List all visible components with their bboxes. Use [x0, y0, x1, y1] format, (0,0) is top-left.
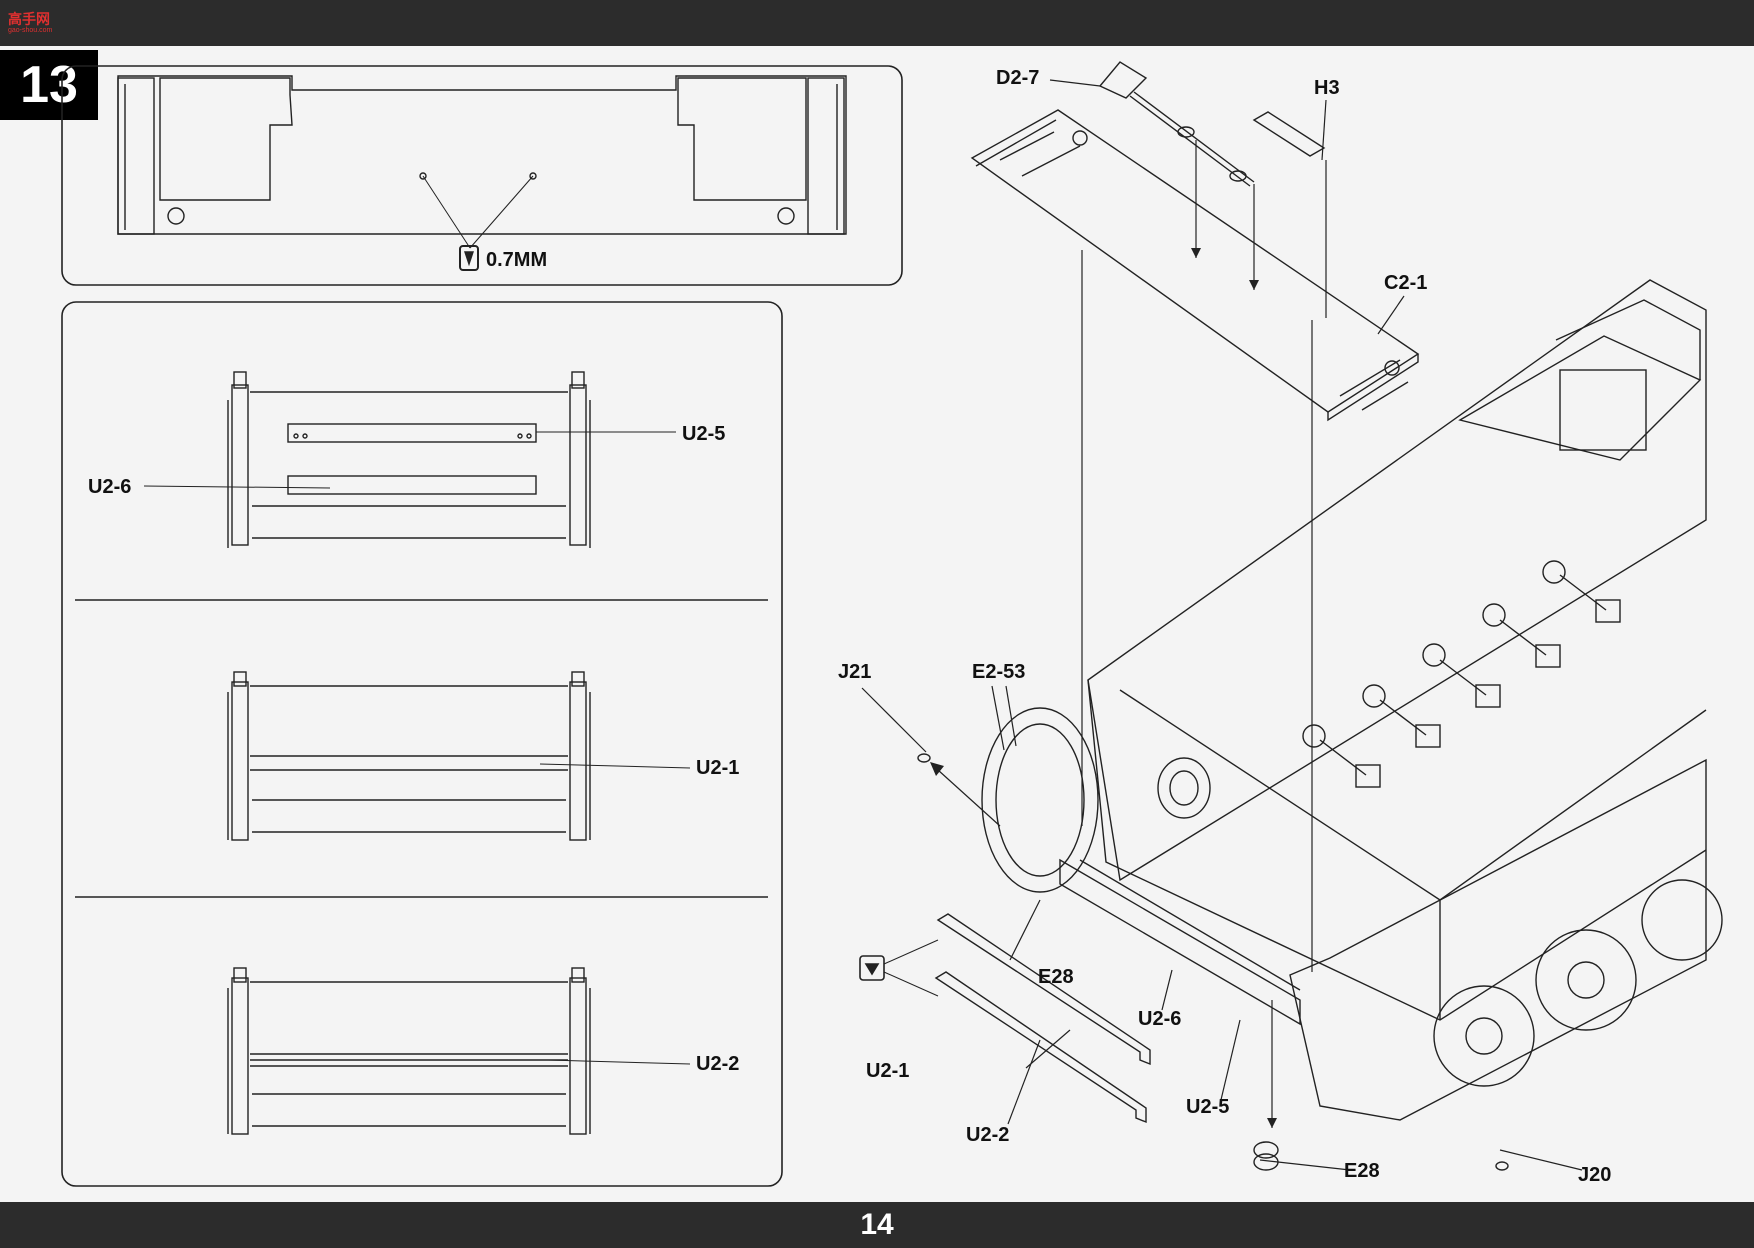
callout-h3: H3	[1314, 77, 1340, 99]
callout-u2-2-panel: U2-2	[696, 1053, 740, 1075]
callout-j21: J21	[838, 661, 872, 683]
callout-u2-6-panel: U2-6	[88, 476, 132, 498]
callout-u2-5-panel: U2-5	[682, 423, 726, 445]
left-track	[981, 707, 1211, 893]
callout-u2-6-main: U2-6	[1138, 1008, 1182, 1030]
hull-body	[1087, 279, 1707, 1021]
substep-3-drawing	[227, 967, 691, 1135]
torsion-bars	[1302, 560, 1621, 788]
d2-7-part	[1098, 61, 1255, 187]
bottom-bar	[0, 1202, 1754, 1248]
substep-2-drawing	[227, 671, 691, 841]
callout-c2-1: C2-1	[1384, 272, 1428, 294]
logo-subtext: gao-shou.com	[8, 27, 53, 34]
callout-d2-7: D2-7	[996, 67, 1040, 89]
left-panel-frame	[61, 301, 783, 1187]
substep-1-drawing	[143, 371, 676, 548]
right-track	[1289, 758, 1723, 1121]
callout-j20: J20	[1578, 1164, 1612, 1186]
rear-deck-plate	[970, 109, 1420, 422]
j21-part	[917, 753, 931, 763]
page-number: 14	[860, 1208, 894, 1241]
site-logo: 高手网 gao-shou.com	[6, 5, 72, 35]
e28-lower-part	[1253, 1141, 1279, 1171]
top-panel-frame	[61, 65, 903, 286]
callout-e28-lower: E28	[1344, 1160, 1380, 1182]
step-number: 13	[0, 50, 98, 120]
small-fastener-icon	[859, 939, 939, 997]
drill-size-label: 0.7MM	[486, 249, 548, 271]
top-bar	[0, 0, 1754, 46]
callout-u2-5-main: U2-5	[1186, 1096, 1230, 1118]
logo-text: 高手网	[8, 11, 50, 27]
callout-u2-1-panel: U2-1	[696, 757, 740, 779]
rear-plate-assembly	[934, 858, 1301, 1124]
callout-e28-upper: E28	[1038, 966, 1074, 988]
h3-part	[1252, 111, 1326, 157]
j20-part	[1495, 1161, 1509, 1171]
callout-u2-1-main: U2-1	[866, 1060, 910, 1082]
hull-plate-drawing	[117, 75, 847, 271]
callout-u2-2-main: U2-2	[966, 1124, 1010, 1146]
callout-e2-53: E2-53	[972, 661, 1026, 683]
